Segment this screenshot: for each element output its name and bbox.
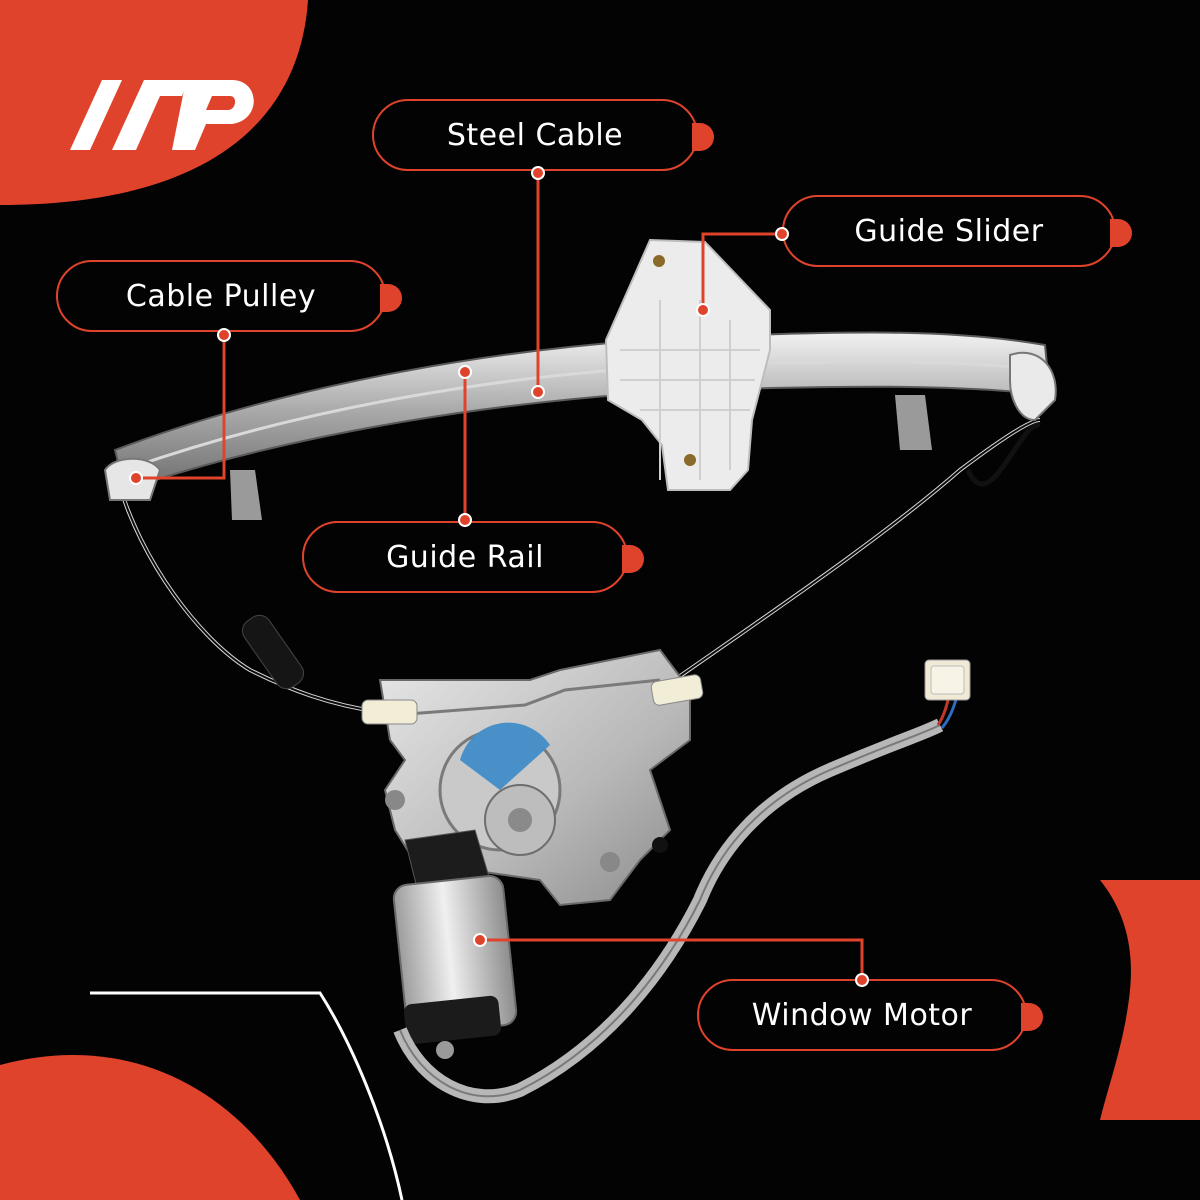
outline-arc xyxy=(90,991,404,1200)
anchor-dot-cable-pulley-callout xyxy=(217,328,231,342)
callout-guide-rail: Guide Rail xyxy=(302,521,644,593)
anchor-dot-guide-slider-callout xyxy=(775,227,789,241)
anchor-dot-cable-pulley xyxy=(129,471,143,485)
callout-label: Cable Pulley xyxy=(125,278,317,314)
callout-tab-icon xyxy=(1021,1003,1043,1031)
callout-label: Window Motor xyxy=(751,997,973,1033)
callout-tab-icon xyxy=(1110,219,1132,247)
callout-tab-icon xyxy=(380,284,402,312)
corner-shape-bottom-left xyxy=(0,1055,300,1200)
callout-window-motor: Window Motor xyxy=(697,979,1043,1051)
anchor-dot-guide-rail xyxy=(458,365,472,379)
callout-tab-icon xyxy=(692,123,714,151)
callout-steel-cable: Steel Cable xyxy=(372,99,714,171)
callout-cable-pulley: Cable Pulley xyxy=(56,260,402,332)
callout-label: Steel Cable xyxy=(446,117,624,153)
anchor-dot-window-motor-callout xyxy=(855,973,869,987)
anchor-dot-guide-rail-callout xyxy=(458,513,472,527)
callout-tab-icon xyxy=(622,545,644,573)
leader-lines xyxy=(136,173,864,980)
callout-label: Guide Slider xyxy=(854,213,1044,249)
callout-label: Guide Rail xyxy=(386,539,544,575)
logo-icon xyxy=(70,80,254,150)
anchor-dot-steel-cable-top xyxy=(531,166,545,180)
anchor-dot-window-motor xyxy=(473,933,487,947)
corner-shape-right xyxy=(1100,880,1200,1120)
anchor-dot-guide-slider xyxy=(696,303,710,317)
anchor-dot-steel-cable xyxy=(531,385,545,399)
callout-guide-slider: Guide Slider xyxy=(782,195,1132,267)
window-regulator-image xyxy=(103,238,1057,1104)
